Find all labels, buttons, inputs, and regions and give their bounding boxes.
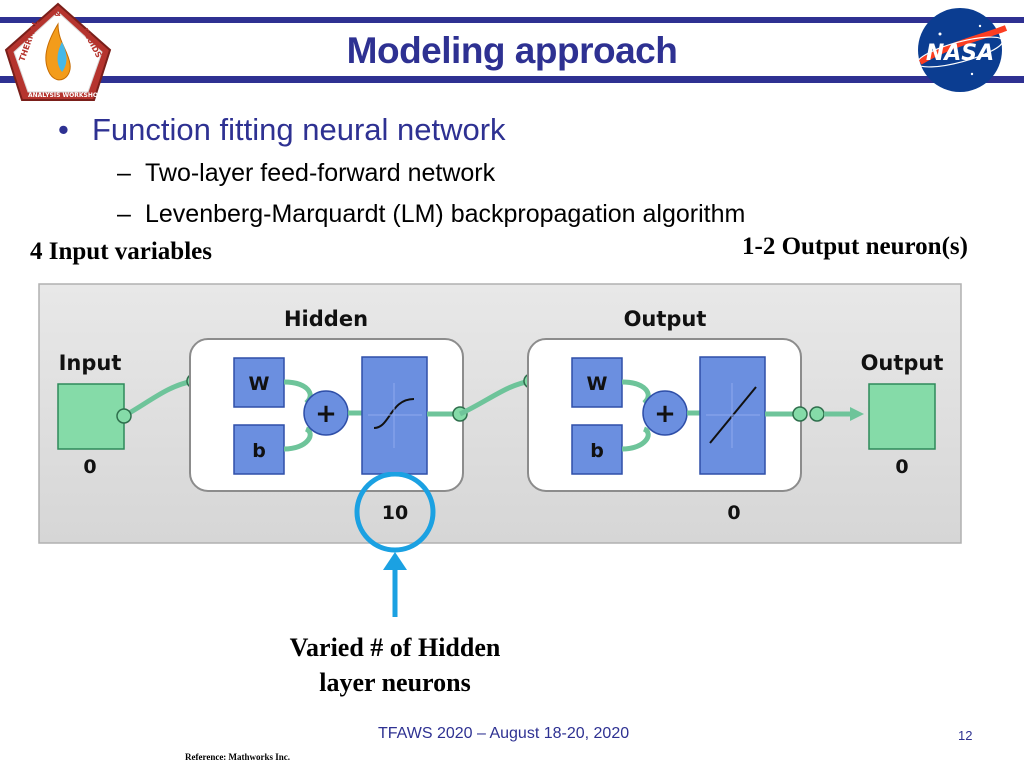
- bullet-dot: •: [58, 112, 69, 147]
- output-bias-block: [571, 424, 623, 475]
- logo-amp-text: &: [54, 9, 61, 18]
- output-label: Output: [861, 351, 944, 375]
- nasa-logo-text: NASA: [926, 41, 994, 66]
- plus-symbol: +: [315, 399, 337, 429]
- input-label: Input: [59, 351, 122, 375]
- highlight-overlay: [354, 472, 436, 617]
- footer-event: TFAWS 2020 – August 18-20, 2020: [378, 725, 630, 742]
- input-value: 0: [83, 456, 96, 478]
- page-number: 12: [958, 728, 973, 743]
- output-weight-label: W: [587, 373, 608, 395]
- highlight-circle: [354, 472, 436, 553]
- output-layer-value: 0: [727, 502, 740, 524]
- hidden-layer-value: 10: [382, 502, 408, 524]
- sub-item: –Levenberg-Marquardt (LM) backpropagatio…: [117, 200, 745, 229]
- hidden-weight-label: W: [249, 373, 270, 395]
- output-value: 0: [895, 456, 908, 478]
- up-arrow-icon: [383, 552, 407, 570]
- dash-marker: –: [117, 200, 131, 228]
- sigmoid-icon: [373, 398, 415, 429]
- hidden-weight-block: [233, 357, 285, 408]
- annotation-line: Varied # of Hidden: [289, 633, 501, 662]
- hidden-layer-label: Hidden: [284, 307, 368, 331]
- input-block: [57, 383, 125, 450]
- thermal-fluids-logo: THERMAL & FLUIDS ANALYSIS WORKSHOP: [4, 2, 112, 101]
- dash-marker: –: [117, 159, 131, 187]
- header-bottom-rule: [0, 76, 1024, 83]
- output-block: [868, 383, 936, 450]
- reference-note: Reference: Mathworks Inc.: [185, 752, 291, 762]
- annotation-text: Varied # of Hidden layer neurons: [240, 630, 550, 700]
- bullet-item: • Function fitting neural network: [58, 112, 506, 148]
- logo-workshop-text: ANALYSIS WORKSHOP: [28, 92, 103, 99]
- input-variables-label: 4 Input variables: [30, 238, 212, 265]
- network-diagram: Input 0 Hidden W b + Output W b + Output…: [38, 283, 962, 544]
- arrow-icon: [850, 407, 864, 421]
- connector: [621, 426, 651, 452]
- annotation-line: layer neurons: [319, 668, 471, 697]
- header-top-rule: [0, 17, 1024, 23]
- output-layer-label: Output: [624, 307, 707, 331]
- hidden-bias-label: b: [252, 440, 266, 462]
- bullet-text: Function fitting neural network: [92, 112, 506, 147]
- connector-node: [809, 406, 825, 422]
- connector-node: [116, 408, 132, 424]
- connector-node: [792, 406, 808, 422]
- sub-item: –Two-layer feed-forward network: [117, 159, 495, 188]
- sub-item-text: Levenberg-Marquardt (LM) backpropagation…: [145, 200, 746, 228]
- sub-item-text: Two-layer feed-forward network: [145, 159, 496, 187]
- output-bias-label: b: [590, 440, 604, 462]
- plus-symbol: +: [654, 399, 676, 429]
- page-title: Modeling approach: [346, 30, 678, 71]
- output-neurons-label: 1-2 Output neuron(s): [742, 233, 968, 260]
- connector: [283, 426, 313, 452]
- nasa-logo: NASA: [916, 8, 1008, 92]
- hidden-bias-block: [233, 424, 285, 475]
